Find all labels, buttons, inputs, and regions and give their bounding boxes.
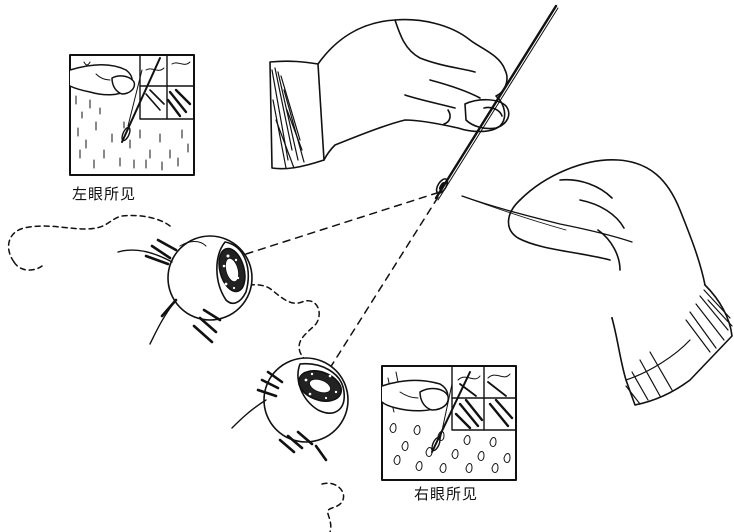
left-eye-iris xyxy=(218,247,246,293)
thread xyxy=(461,195,633,243)
left-inset-hand xyxy=(69,64,136,96)
left-eyeball xyxy=(117,235,253,345)
right-inset-window xyxy=(451,365,517,431)
needle xyxy=(434,4,559,201)
right-inset-wall-texture xyxy=(387,371,511,473)
left-inset-needle xyxy=(121,57,161,143)
upper-hand-holding-needle xyxy=(269,18,510,170)
right-eyeball xyxy=(231,357,349,462)
right-eye-view-caption: 右眼所见 xyxy=(414,485,479,503)
right-hand-holding-thread xyxy=(461,159,733,406)
left-eye-sight-line xyxy=(245,191,441,255)
right-eye-view-inset xyxy=(381,365,517,481)
right-eye-iris xyxy=(297,370,343,402)
sight-lines xyxy=(245,191,441,369)
head-outline-dashed xyxy=(7,214,345,532)
left-eye-view-inset xyxy=(69,54,195,176)
left-eye-view-caption: 左眼所见 xyxy=(72,185,137,203)
right-eye-sight-line xyxy=(329,193,441,369)
left-inset-window xyxy=(139,54,195,120)
right-inset-hand xyxy=(381,379,450,412)
right-inset-needle xyxy=(431,371,471,453)
